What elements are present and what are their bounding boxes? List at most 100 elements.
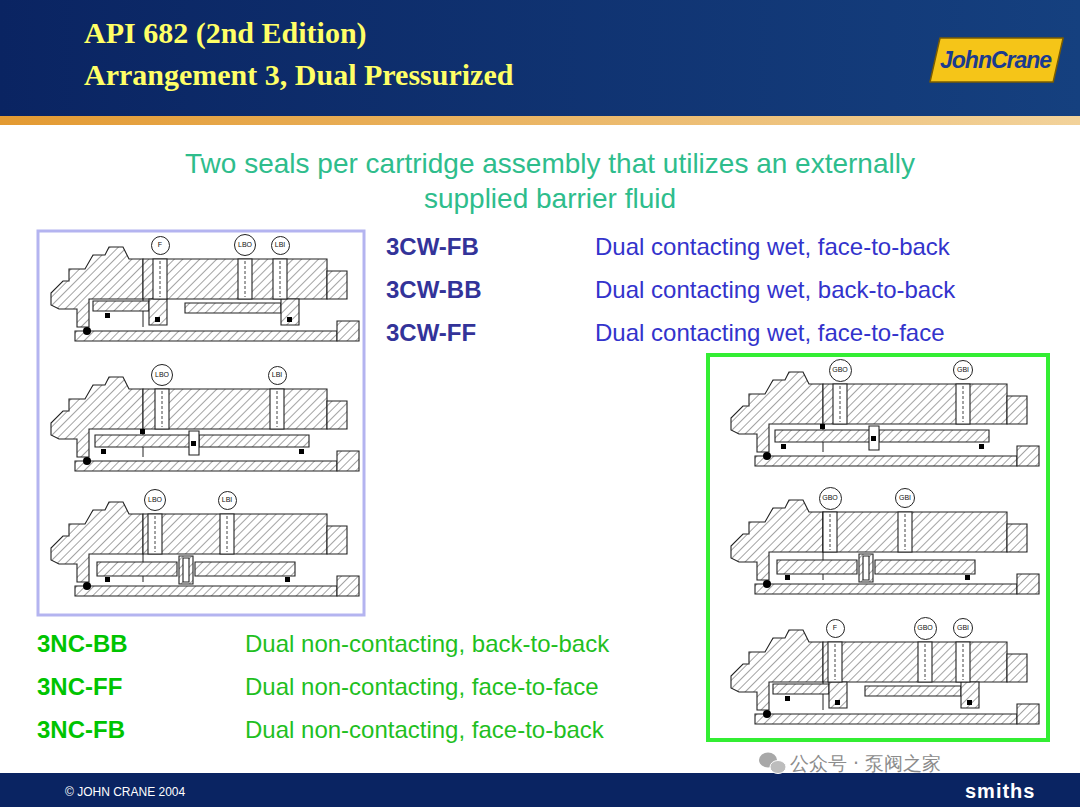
slide-title: API 682 (2nd Edition): [84, 15, 367, 51]
arrangement-code: 3CW-FF: [386, 319, 476, 347]
non-contacting-frame: [708, 355, 1048, 740]
seal-part: [75, 461, 337, 471]
seal-part: [143, 259, 327, 299]
seal-part: [1017, 446, 1039, 466]
seal-part: [1007, 396, 1027, 424]
seal-cross-section: [51, 377, 359, 471]
arrangement-code: 3NC-FB: [37, 716, 125, 744]
callout-circle: F: [826, 619, 845, 638]
port-centerline: [155, 516, 156, 552]
callout-letters: GBI: [899, 494, 911, 502]
seal-part: [327, 401, 347, 429]
seal-part: [829, 682, 847, 708]
callout-circle: F: [151, 236, 170, 255]
footer-bar: [0, 773, 1080, 807]
callout-circle: LBO: [234, 234, 256, 256]
seal-part: [273, 259, 287, 299]
logo-plate: [930, 38, 1063, 82]
o-ring: [763, 452, 771, 460]
callout-letters: LBO: [148, 496, 162, 504]
seal-cross-section: [731, 500, 1039, 594]
arrangement-description: Dual non-contacting, back-to-back: [245, 630, 609, 658]
port-centerline: [835, 644, 836, 680]
o-ring: [871, 436, 876, 441]
o-ring: [299, 449, 304, 454]
o-ring: [781, 444, 786, 449]
seal-cross-section: [51, 247, 359, 341]
o-ring: [83, 582, 91, 590]
seal-part: [869, 426, 879, 450]
seal-figures: [51, 247, 1039, 724]
callout-circle: LBO: [151, 364, 173, 386]
callout-circle: GBO: [819, 487, 842, 510]
callout-letters: LBI: [222, 496, 233, 504]
o-ring: [763, 710, 771, 718]
wechat-bubble: [770, 761, 786, 774]
seal-part: [281, 299, 299, 325]
seal-part: [153, 259, 167, 299]
seal-part: [189, 431, 199, 455]
seal-cross-section: [731, 630, 1039, 724]
seal-part: [865, 686, 961, 696]
callout-circle: GBI: [953, 618, 973, 638]
callout-letters: GBI: [957, 624, 969, 632]
callout-circle: LBI: [218, 491, 237, 510]
seal-part: [155, 389, 169, 429]
seal-part: [337, 321, 359, 341]
seal-part: [755, 714, 1017, 724]
o-ring: [105, 577, 110, 582]
seal-cross-section: [51, 502, 359, 596]
port-centerline: [160, 261, 161, 297]
seal-part: [859, 554, 873, 582]
seal-part: [51, 247, 143, 327]
seal-part: [183, 558, 189, 582]
seal-part: [327, 526, 347, 554]
header-bar: [0, 0, 1080, 116]
seal-part: [828, 642, 842, 682]
port-centerline: [905, 514, 906, 550]
o-ring: [83, 457, 91, 465]
seal-part: [238, 259, 252, 299]
callout-circle: GBO: [829, 359, 852, 382]
o-ring: [763, 580, 771, 588]
callout-circle: LBO: [144, 489, 166, 511]
seal-part: [961, 682, 979, 708]
seal-part: [327, 271, 347, 299]
copyright-note: © JOHN CRANE 2004: [65, 785, 185, 799]
contacting-frame: [38, 231, 364, 615]
port-centerline: [162, 391, 163, 427]
port-centerline: [925, 644, 926, 680]
wechat-icon: [759, 753, 786, 774]
seal-part: [755, 456, 1017, 466]
seal-part: [75, 331, 337, 341]
callout-letters: LBO: [155, 371, 169, 379]
seal-part: [823, 512, 1007, 552]
o-ring: [785, 696, 790, 701]
callout-letters: F: [158, 241, 162, 249]
o-ring: [979, 444, 984, 449]
arrangement-description: Dual contacting wet, back-to-back: [595, 276, 955, 304]
o-ring: [967, 700, 972, 705]
o-ring: [835, 700, 840, 705]
o-ring: [101, 449, 106, 454]
arrangement-description: Dual contacting wet, face-to-face: [595, 319, 945, 347]
seal-part: [863, 556, 869, 580]
seal-part: [1017, 704, 1039, 724]
seal-part: [956, 384, 970, 424]
seal-part: [773, 684, 829, 694]
arrangement-description: Dual non-contacting, face-to-back: [245, 716, 604, 744]
callout-letters: F: [833, 624, 837, 632]
seal-part: [731, 630, 823, 710]
seal-part: [755, 584, 1017, 594]
o-ring: [965, 575, 970, 580]
seal-part: [918, 642, 932, 682]
callout-circle: LBI: [271, 236, 290, 255]
seal-part: [775, 430, 871, 442]
port-centerline: [277, 391, 278, 427]
seal-part: [220, 514, 234, 554]
seal-part: [195, 562, 295, 576]
port-centerline: [963, 386, 964, 422]
callout-letters: LBO: [238, 241, 252, 249]
seal-part: [143, 514, 327, 554]
